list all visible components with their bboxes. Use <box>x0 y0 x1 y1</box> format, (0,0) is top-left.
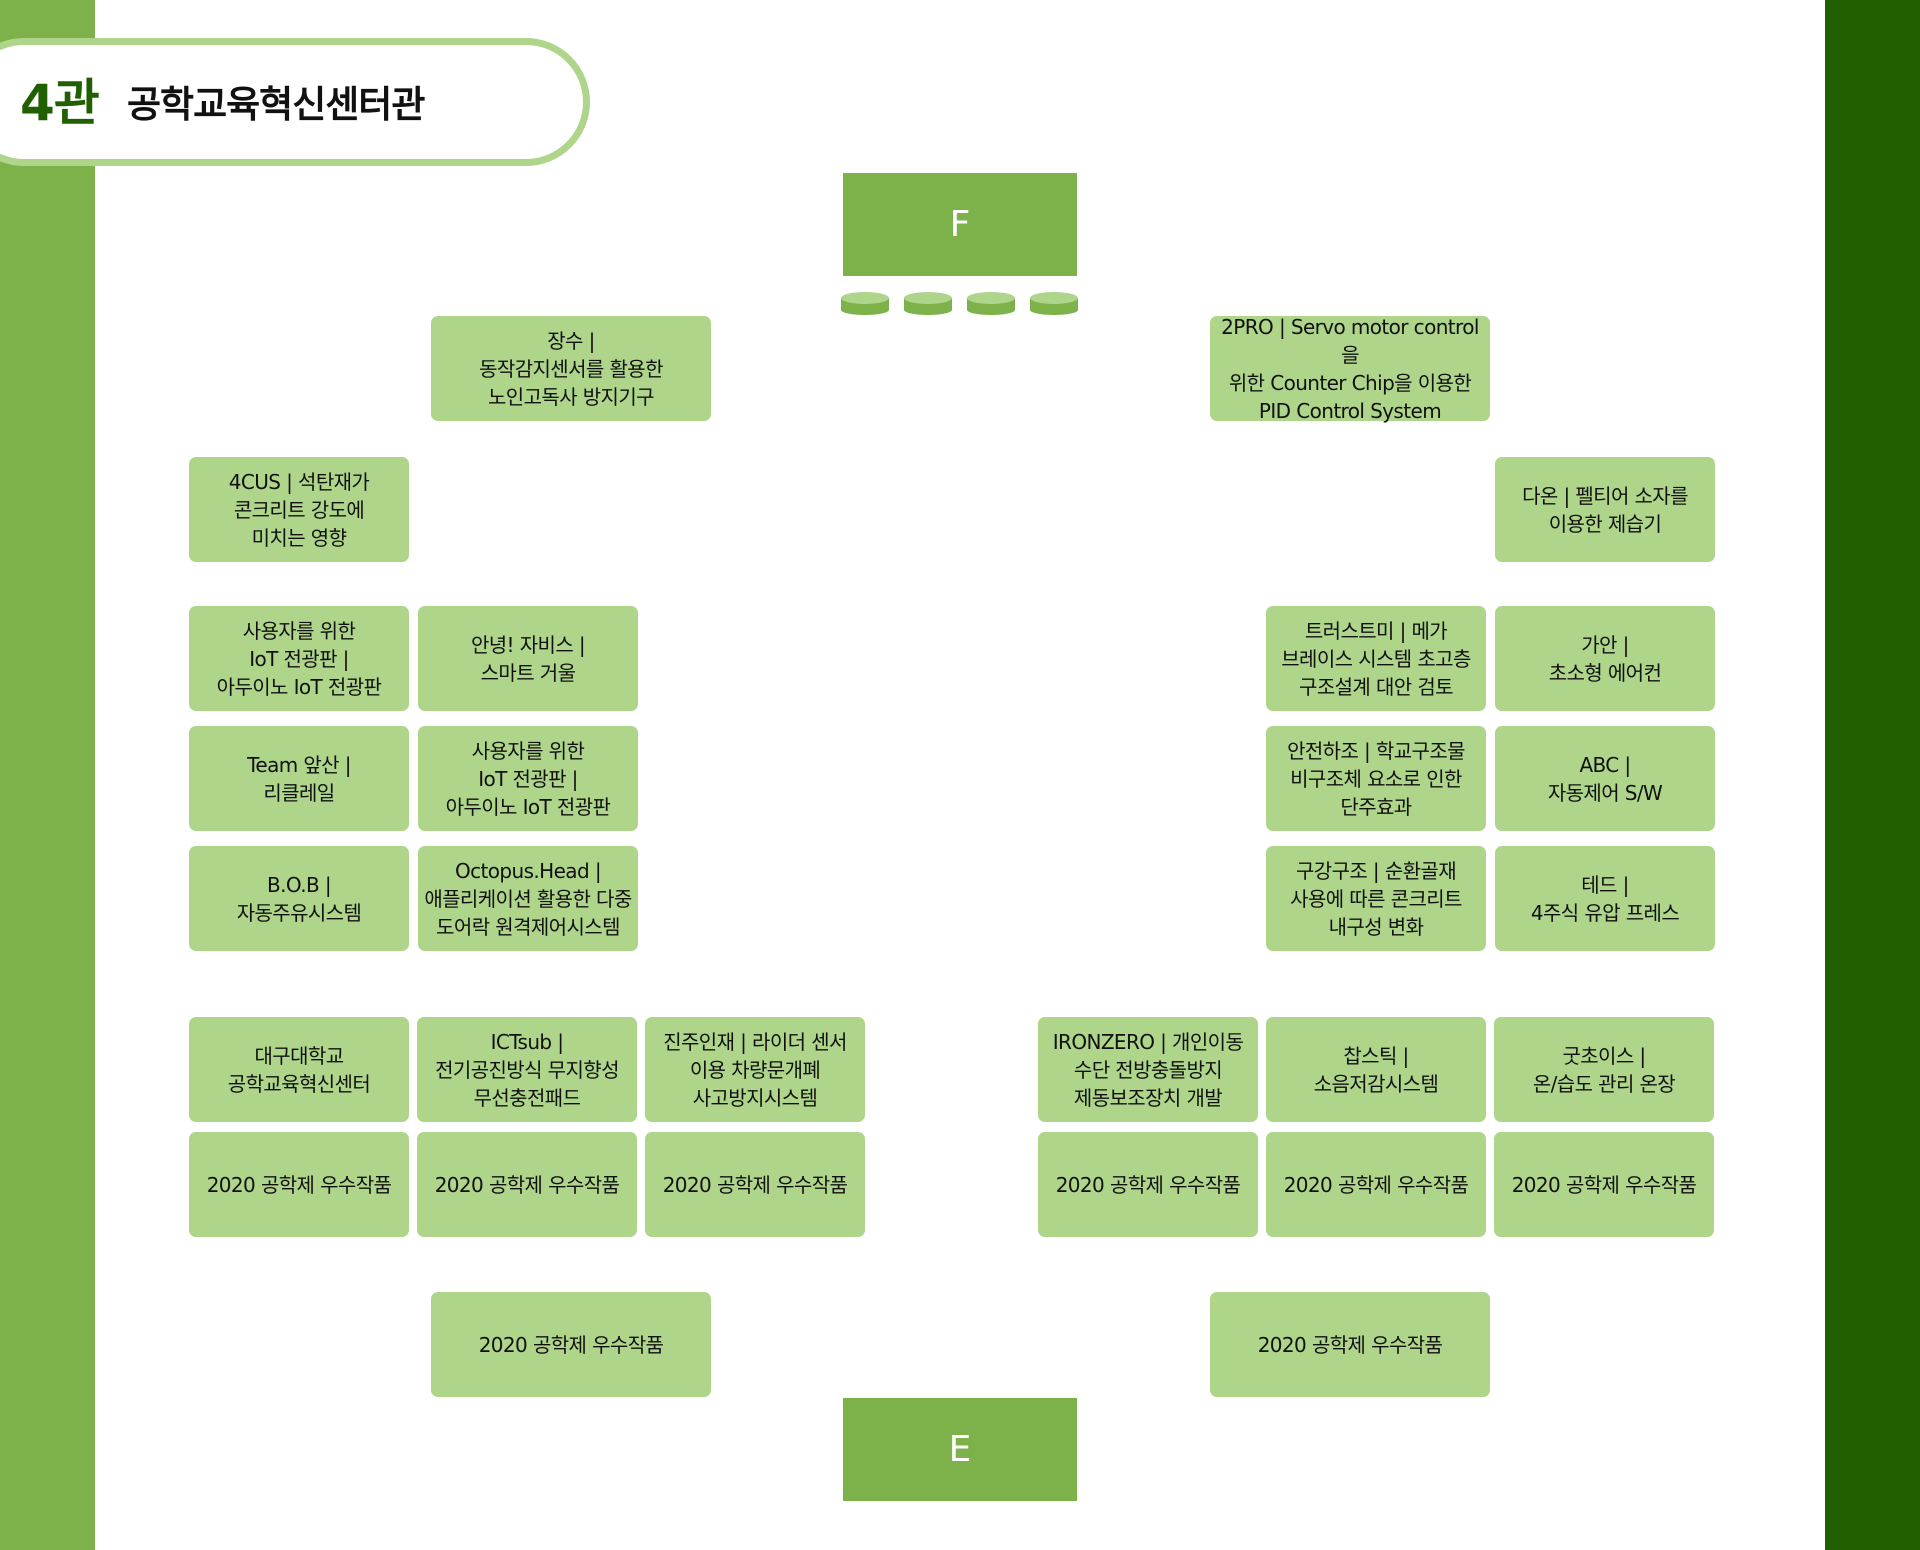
booth-daon[interactable]: 다온 | 펠티어 소자를 이용한 제습기 <box>1495 457 1715 562</box>
booth-label: 다온 | 펠티어 소자를 이용한 제습기 <box>1522 483 1688 536</box>
booth-award[interactable]: 2020 공학제 우수작품 <box>1494 1132 1714 1237</box>
booth-label: 대구대학교 공학교육혁신센터 <box>227 1043 371 1096</box>
door-bottom: E <box>843 1398 1077 1501</box>
booth-iot-board-2[interactable]: 사용자를 위한 IoT 전광판 | 아두이노 IoT 전광판 <box>418 726 638 831</box>
booth-goodchoice[interactable]: 굿초이스 | 온/습도 관리 온장 <box>1494 1017 1714 1122</box>
booth-jinju[interactable]: 진주인재 | 라이더 센서 이용 차량문개폐 사고방지시스템 <box>645 1017 865 1122</box>
hall-name: 공학교육혁신센터관 <box>127 83 425 126</box>
booth-4cus[interactable]: 4CUS | 석탄재가 콘크리트 강도에 미치는 영향 <box>189 457 409 562</box>
booth-ironzero[interactable]: IRONZERO | 개인이동 수단 전방충돌방지 제동보조장치 개발 <box>1038 1017 1258 1122</box>
booth-label: Octopus.Head | 애플리케이션 활용한 다중 도어락 원격제어시스템 <box>424 858 632 939</box>
booth-label: 굿초이스 | 온/습도 관리 온장 <box>1532 1043 1676 1096</box>
booth-team-apsan[interactable]: Team 앞산 | 리클레일 <box>189 726 409 831</box>
booth-label: 트러스트미 | 메가 브레이스 시스템 초고층 구조설계 대안 검토 <box>1281 618 1471 699</box>
booth-label: 2020 공학제 우수작품 <box>206 1172 392 1197</box>
hall-number: 4관 <box>20 74 100 132</box>
booth-award[interactable]: 2020 공학제 우수작품 <box>417 1132 637 1237</box>
booth-trustme[interactable]: 트러스트미 | 메가 브레이스 시스템 초고층 구조설계 대안 검토 <box>1266 606 1486 711</box>
booth-award[interactable]: 2020 공학제 우수작품 <box>1210 1292 1490 1397</box>
booth-daegu[interactable]: 대구대학교 공학교육혁신센터 <box>189 1017 409 1122</box>
booth-award[interactable]: 2020 공학제 우수작품 <box>1266 1132 1486 1237</box>
booth-label: 안녕! 자비스 | 스마트 거울 <box>470 632 586 685</box>
booth-label: Team 앞산 | 리클레일 <box>247 752 351 805</box>
booth-award[interactable]: 2020 공학제 우수작품 <box>645 1132 865 1237</box>
hall-header <box>0 38 590 166</box>
booth-iot-board-1[interactable]: 사용자를 위한 IoT 전광판 | 아두이노 IoT 전광판 <box>189 606 409 711</box>
booth-label: IRONZERO | 개인이동 수단 전방충돌방지 제동보조장치 개발 <box>1052 1029 1244 1110</box>
booth-award[interactable]: 2020 공학제 우수작품 <box>189 1132 409 1237</box>
booth-label: 사용자를 위한 IoT 전광판 | 아두이노 IoT 전광판 <box>216 618 382 699</box>
booth-ted[interactable]: 테드 | 4주식 유압 프레스 <box>1495 846 1715 951</box>
stool-icon <box>904 292 952 315</box>
booth-bob[interactable]: B.O.B | 자동주유시스템 <box>189 846 409 951</box>
booth-jarvis[interactable]: 안녕! 자비스 | 스마트 거울 <box>418 606 638 711</box>
booth-chapstick[interactable]: 찹스틱 | 소음저감시스템 <box>1266 1017 1486 1122</box>
door-bottom-label: E <box>948 1429 972 1470</box>
stool-icon <box>1030 292 1078 315</box>
booth-label: 구강구조 | 순환골재 사용에 따른 콘크리트 내구성 변화 <box>1290 858 1462 939</box>
booth-abc[interactable]: ABC | 자동제어 S/W <box>1495 726 1715 831</box>
booth-label: 찹스틱 | 소음저감시스템 <box>1313 1043 1439 1096</box>
left-accent-bar <box>0 0 95 1550</box>
booth-label: 2020 공학제 우수작품 <box>478 1332 664 1357</box>
booth-label: B.O.B | 자동주유시스템 <box>236 872 362 925</box>
booth-2pro[interactable]: 2PRO | Servo motor control을 위한 Counter C… <box>1210 315 1490 423</box>
booth-label: 안전하조 | 학교구조물 비구조체 요소로 인한 단주효과 <box>1287 738 1465 819</box>
booth-label: 장수 | 동작감지센서를 활용한 노인고독사 방지기구 <box>479 328 663 409</box>
booth-label: ICTsub | 전기공진방식 무지향성 무선충전패드 <box>435 1029 619 1110</box>
booth-label: ABC | 자동제어 S/W <box>1547 752 1663 805</box>
booth-gaan[interactable]: 가안 | 초소형 에어컨 <box>1495 606 1715 711</box>
stool-icon <box>967 292 1015 315</box>
booth-label: 테드 | 4주식 유압 프레스 <box>1530 872 1680 925</box>
right-accent-bar <box>1825 0 1920 1550</box>
booth-label: 4CUS | 석탄재가 콘크리트 강도에 미치는 영향 <box>228 469 370 550</box>
booth-label: 2020 공학제 우수작품 <box>1257 1332 1443 1357</box>
booth-octopus[interactable]: Octopus.Head | 애플리케이션 활용한 다중 도어락 원격제어시스템 <box>418 846 638 951</box>
booth-label: 가안 | 초소형 에어컨 <box>1548 632 1662 685</box>
booth-label: 진주인재 | 라이더 센서 이용 차량문개폐 사고방지시스템 <box>663 1029 847 1110</box>
booth-label: 2020 공학제 우수작품 <box>1055 1172 1241 1197</box>
booth-award[interactable]: 2020 공학제 우수작품 <box>1038 1132 1258 1237</box>
booth-label: 2020 공학제 우수작품 <box>434 1172 620 1197</box>
booth-label: 2020 공학제 우수작품 <box>1511 1172 1697 1197</box>
booth-ictsub[interactable]: ICTsub | 전기공진방식 무지향성 무선충전패드 <box>417 1017 637 1122</box>
booth-award[interactable]: 2020 공학제 우수작품 <box>431 1292 711 1397</box>
booth-gugang[interactable]: 구강구조 | 순환골재 사용에 따른 콘크리트 내구성 변화 <box>1266 846 1486 951</box>
booth-jangsu[interactable]: 장수 | 동작감지센서를 활용한 노인고독사 방지기구 <box>431 316 711 421</box>
stool-icon <box>841 292 889 315</box>
booth-label: 2020 공학제 우수작품 <box>662 1172 848 1197</box>
booth-safety[interactable]: 안전하조 | 학교구조물 비구조체 요소로 인한 단주효과 <box>1266 726 1486 831</box>
door-top-label: F <box>949 204 971 245</box>
booth-label: 사용자를 위한 IoT 전광판 | 아두이노 IoT 전광판 <box>445 738 611 819</box>
door-top: F <box>843 173 1077 276</box>
booth-label: 2020 공학제 우수작품 <box>1283 1172 1469 1197</box>
booth-label: 2PRO | Servo motor control을 위한 Counter C… <box>1221 314 1479 423</box>
